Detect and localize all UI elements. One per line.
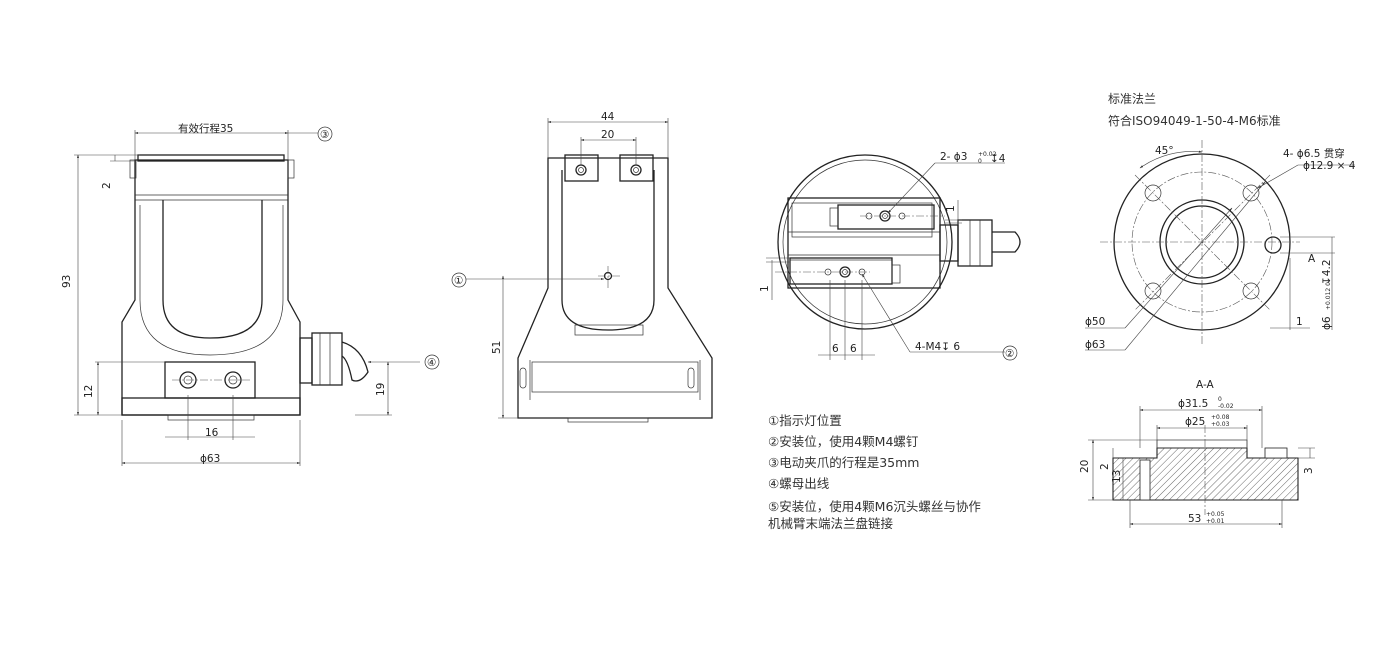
flange-view: 45° 4- ϕ6.5 贯穿 ϕ12.9 × 4 ϕ50 ϕ63 A ϕ6 +0… xyxy=(1085,140,1356,351)
note-item: ⑤安装位，使用4颗M6沉头螺丝与协作 xyxy=(768,499,981,514)
section-d-outer-tol-upper: 0 xyxy=(1218,396,1222,403)
flange-pcd: ϕ50 xyxy=(1085,316,1105,328)
flange-section-mark: A xyxy=(1308,253,1316,265)
top-view: 2- ϕ3 +0.02 0 ↧4 4-M4↧ 6 6 6 1 1 ② xyxy=(759,151,1021,361)
callout-2: ② xyxy=(1005,348,1014,360)
side-height-dim: 51 xyxy=(491,341,503,354)
callout-4: ④ xyxy=(427,357,436,369)
note-item: ④螺母出线 xyxy=(768,476,830,491)
section-height: 20 xyxy=(1079,460,1091,473)
front-hole-spacing-dim: 16 xyxy=(205,427,219,439)
top-dim-1b: 1 xyxy=(945,205,957,212)
top-pin-tol-upper: +0.02 xyxy=(978,151,997,158)
section-d-inner: ϕ25 xyxy=(1185,416,1205,428)
side-width-dim: 44 xyxy=(601,111,615,123)
section-width-tol-upper: +0.05 xyxy=(1206,511,1225,518)
flange-pin-tol: +0.012 0 xyxy=(1325,282,1332,310)
note-item: ②安装位，使用4颗M4螺钉 xyxy=(768,434,919,449)
section-right-step: 3 xyxy=(1303,467,1315,474)
side-hole-spacing-dim: 20 xyxy=(601,129,614,141)
note-item: ③电动夹爪的行程是35mm xyxy=(768,455,920,470)
flange-pin-depth: ↧4.2 xyxy=(1321,260,1333,286)
top-dim-1a: 1 xyxy=(759,285,771,292)
front-stroke-label: 有效行程35 xyxy=(178,122,233,135)
front-cable-height-dim: 19 xyxy=(375,383,387,396)
section-body: 13 xyxy=(1111,470,1123,483)
front-view: 有效行程35 93 2 12 16 ϕ63 19 ③ ④ xyxy=(61,122,440,466)
section-d-inner-tol-lower: +0.03 xyxy=(1211,421,1230,428)
top-thread-spec: 4-M4↧ 6 xyxy=(915,341,960,353)
top-pin-tol-lower: 0 xyxy=(978,158,982,165)
section-d-outer-tol-lower: -0.02 xyxy=(1218,403,1234,410)
callout-1: ① xyxy=(454,275,463,287)
section-d-inner-tol-upper: +0.08 xyxy=(1211,414,1230,421)
section-d-outer: ϕ31.5 xyxy=(1178,398,1208,410)
flange-pin-spec: ϕ6 xyxy=(1321,316,1333,330)
section-width: 53 xyxy=(1188,513,1201,525)
flange-counterbore: ϕ12.9 × 4 xyxy=(1303,160,1356,172)
top-pin-hole-spec: 2- ϕ3 xyxy=(940,151,967,163)
side-view: 44 20 51 ① xyxy=(451,111,713,423)
flange-standard: 符合ISO94049-1-50-4-M6标准 xyxy=(1108,114,1281,128)
front-diameter-dim: ϕ63 xyxy=(200,453,220,465)
flange-pin-offset: 1 xyxy=(1296,316,1303,328)
top-dim-6b: 6 xyxy=(850,343,857,355)
flange-title: 标准法兰 xyxy=(1108,92,1157,106)
front-top-offset-dim: 2 xyxy=(101,182,113,189)
section-width-tol-lower: +0.01 xyxy=(1206,518,1225,525)
note-item: ①指示灯位置 xyxy=(768,413,842,428)
section-title: A-A xyxy=(1196,379,1215,391)
callout-3: ③ xyxy=(320,129,329,141)
front-height-dim: 93 xyxy=(61,275,73,288)
top-dim-6a: 6 xyxy=(832,343,839,355)
flange-angle: 45° xyxy=(1155,145,1174,157)
section-step: 2 xyxy=(1099,463,1111,470)
notes-list: ①指示灯位置 ②安装位，使用4颗M4螺钉 ③电动夹爪的行程是35mm ④螺母出线… xyxy=(768,410,981,532)
top-pin-depth: ↧4 xyxy=(990,153,1006,165)
front-bottom-height-dim: 12 xyxy=(83,385,95,398)
note-item: 机械臂末端法兰盘链接 xyxy=(768,516,894,531)
flange-outer: ϕ63 xyxy=(1085,339,1105,351)
flange-hole-spec: 4- ϕ6.5 贯穿 xyxy=(1283,147,1345,160)
section-view: A-A ϕ31.5 0 -0.02 ϕ25 +0.08 +0.03 20 2 1… xyxy=(1079,379,1315,528)
